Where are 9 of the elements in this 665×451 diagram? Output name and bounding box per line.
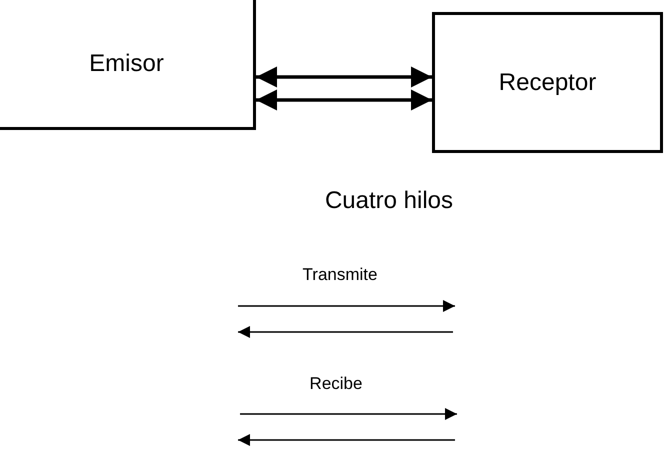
caption-text: Cuatro hilos (324, 187, 454, 215)
arrow-label: Recibe (310, 374, 362, 394)
node-label: Emisor (89, 50, 164, 78)
process-box (0, 0, 256, 130)
arrow-label: Transmite (302, 265, 378, 285)
double-arrow (256, 66, 432, 88)
node-label: Receptor (498, 68, 596, 96)
process-box (432, 12, 663, 153)
double-arrow (256, 90, 432, 110)
